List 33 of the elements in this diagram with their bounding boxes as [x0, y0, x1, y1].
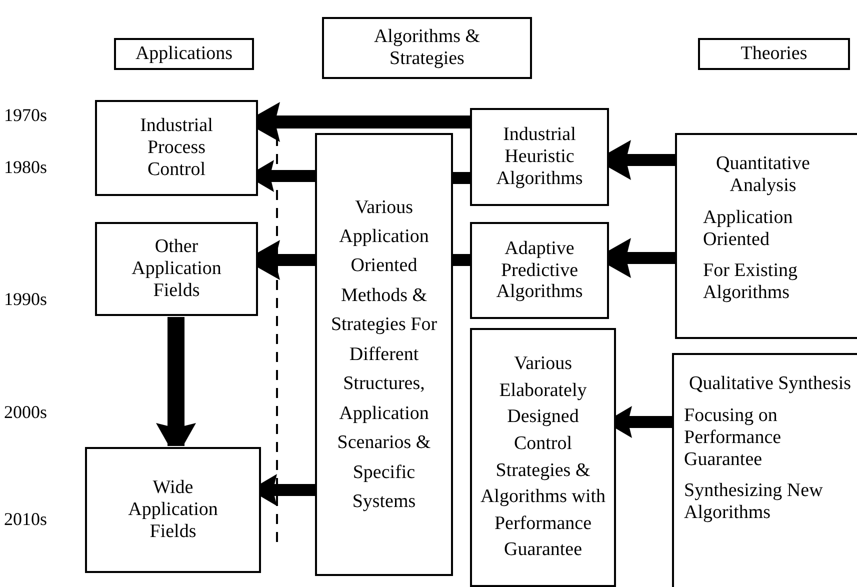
text-box	[322, 17, 532, 79]
text-box	[675, 133, 857, 339]
text-box	[470, 222, 609, 319]
note-text: Application Oriented	[702, 206, 794, 250]
box-label: Applications	[134, 43, 234, 65]
box-label: Other Application Fields	[130, 236, 222, 302]
box-label: Various Application Oriented Methods & Strategies For Different Structures, Application Scenarios & Specific Systems	[330, 196, 438, 514]
decade-label: 1980s	[4, 157, 48, 177]
decade-label: 2010s	[4, 509, 48, 529]
box-label: Various Elaborately Designed Control Strategies & Algorithms with Performance Guarantee	[479, 352, 607, 562]
text-box	[95, 222, 258, 316]
box-label: Quantitative Analysis	[715, 153, 811, 197]
box-label: Industrial Heuristic Algorithms	[495, 124, 584, 190]
text-box	[470, 328, 616, 587]
decade-label: 1970s	[4, 105, 48, 125]
box-label: Wide Application Fields	[127, 477, 219, 543]
box-label: Adaptive Predictive Algorithms	[495, 238, 584, 304]
note-text: Focusing on Performance Guarantee	[683, 404, 782, 470]
text-box	[470, 108, 609, 206]
text-box	[315, 133, 453, 576]
decade-label: 1990s	[4, 289, 48, 309]
note-text: Synthesizing New Algorithms	[683, 479, 824, 524]
box-label: Algorithms & Strategies	[372, 26, 482, 70]
box-label: Industrial Process Control	[139, 115, 214, 181]
text-box	[114, 38, 254, 70]
box-label: Qualitative Synthesis	[688, 373, 852, 395]
decade-label: 2000s	[4, 402, 48, 422]
text-box	[95, 100, 258, 196]
text-box	[85, 447, 261, 573]
text-box	[672, 353, 857, 587]
note-text: For Existing Algorithms	[702, 259, 798, 304]
text-box	[698, 38, 850, 70]
box-label: Theories	[740, 43, 808, 65]
